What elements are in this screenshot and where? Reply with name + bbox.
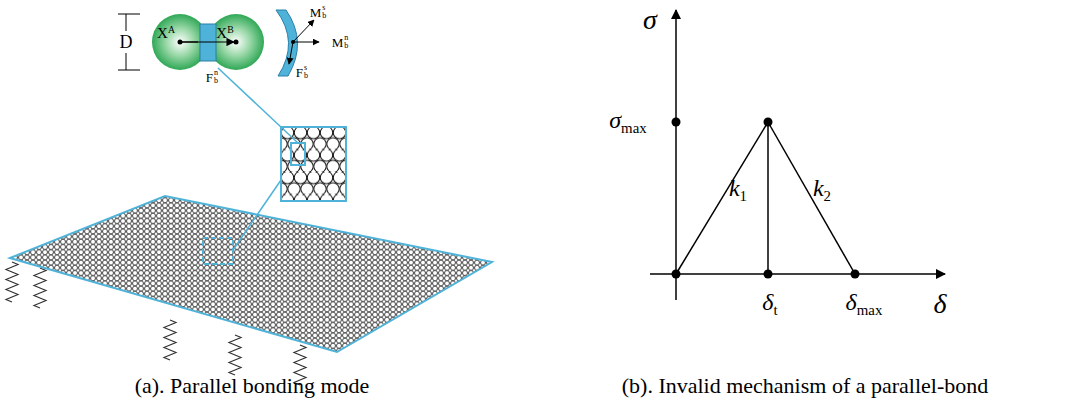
superscript: n	[214, 69, 218, 77]
script-stack: sb	[322, 4, 326, 21]
force-label: Fnb	[206, 69, 218, 86]
symbol-base: k	[729, 175, 740, 201]
axis-label: δ	[933, 290, 946, 318]
subscript: t	[774, 302, 778, 318]
slope-label: k1	[729, 176, 747, 204]
spring-coil	[164, 320, 176, 360]
subscript: b	[322, 12, 326, 20]
superscript: B	[227, 24, 234, 35]
spring-coil	[229, 335, 241, 375]
particle-plate	[0, 190, 500, 360]
subscript: 1	[740, 188, 747, 204]
script-stack: sb	[304, 64, 308, 81]
slope-label: k2	[813, 176, 831, 204]
symbol-base: M	[332, 35, 344, 50]
caption-text: (a). Parallel bonding mode	[135, 375, 370, 397]
axis-tick-label: δmax	[846, 290, 883, 318]
subscript: 2	[824, 188, 831, 204]
zoom-callout	[203, 68, 346, 264]
symbol-base: δ	[762, 289, 773, 315]
superscript: s	[304, 64, 308, 72]
superscript: s	[322, 4, 326, 12]
script-stack: nb	[344, 34, 348, 51]
spring-coil	[34, 268, 46, 308]
axis-label: σ	[643, 6, 657, 34]
particle-label: XA	[157, 25, 175, 42]
symbol-base: F	[296, 65, 303, 80]
symbol-base: F	[206, 70, 213, 85]
symbol-base: X	[216, 25, 227, 41]
axis-tick-label: δt	[762, 290, 777, 318]
subscript: b	[344, 42, 348, 50]
spring-coil	[6, 262, 18, 302]
bond-illustration	[118, 10, 319, 76]
dimension-label: D	[118, 32, 135, 52]
stress-strain-graph	[650, 10, 945, 300]
subscript: max	[621, 120, 647, 136]
superscript: A	[168, 24, 175, 35]
moment-label: Msb	[310, 4, 327, 21]
axis-tick-label: σmax	[609, 108, 646, 136]
symbol-base: δ	[846, 289, 857, 315]
superscript: n	[344, 34, 348, 42]
force-label: Fsb	[296, 64, 308, 81]
particle-label: XB	[216, 25, 233, 42]
symbol-base: X	[157, 25, 168, 41]
symbol-base: k	[813, 175, 824, 201]
script-stack: nb	[214, 69, 218, 86]
symbol-base: M	[310, 5, 322, 20]
subscript: b	[214, 77, 218, 85]
symbol-base: σ	[609, 107, 621, 133]
caption-text: (b). Invalid mechanism of a parallel-bon…	[622, 375, 989, 397]
subscript: b	[304, 72, 308, 80]
subscript: max	[857, 302, 883, 318]
moment-label: Mnb	[332, 34, 349, 51]
